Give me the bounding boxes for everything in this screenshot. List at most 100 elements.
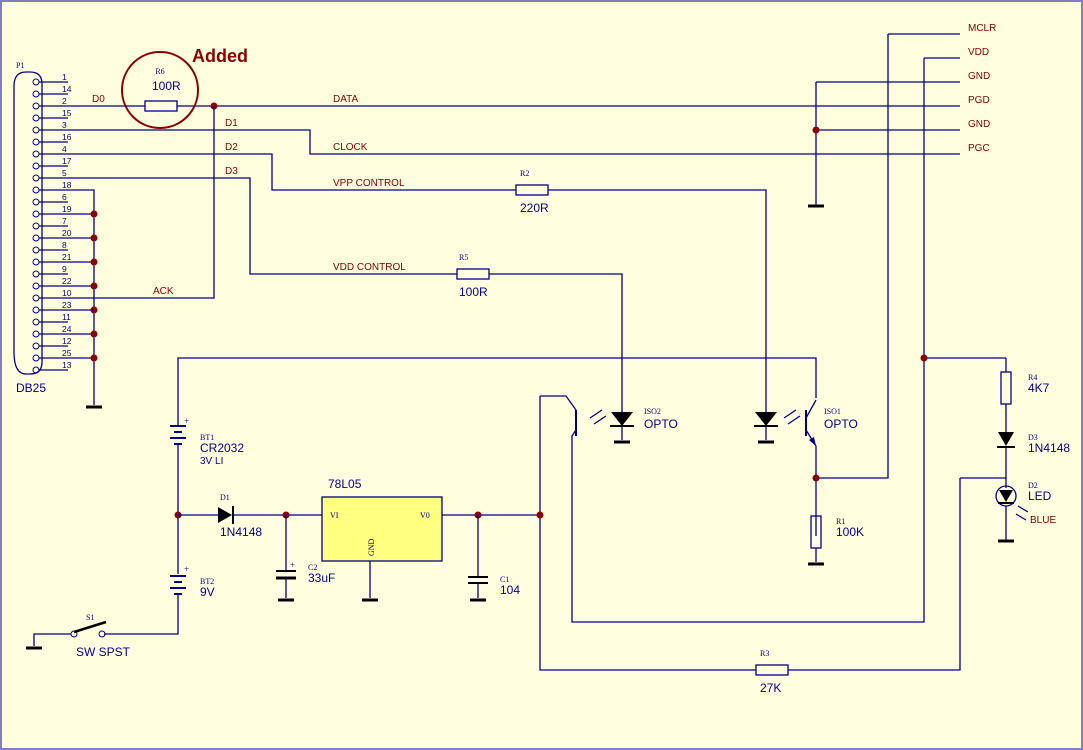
- db25-pin-number: 25: [62, 348, 72, 358]
- db25-pin: 14: [32, 84, 72, 98]
- d1-value: 1N4148: [220, 525, 262, 539]
- db25-pin: 8: [32, 240, 68, 254]
- db25-pin-number: 2: [62, 96, 67, 106]
- d2-ref: D2: [1028, 481, 1038, 490]
- db25-pin: 24: [32, 324, 72, 338]
- db25-pin: 21: [32, 252, 72, 266]
- db25-pin-number: 20: [62, 228, 72, 238]
- db25-pin-number: 18: [62, 180, 72, 190]
- connector-ground-rail: [68, 189, 102, 409]
- data-line: Added R6 100R D0 DATA ACK: [68, 46, 960, 299]
- db25-pin-number: 24: [62, 324, 72, 334]
- net-d2: D2: [225, 142, 238, 153]
- db25-pin: 23: [32, 300, 72, 314]
- d2-value: LED: [1028, 489, 1052, 503]
- db25-pin: 17: [32, 156, 72, 170]
- iso1-ref: ISO1: [824, 407, 841, 416]
- db25-pin: 10: [32, 288, 72, 302]
- r2-value: 220R: [520, 201, 549, 215]
- db25-pin: 20: [32, 228, 72, 242]
- iso2-optocoupler: ISO2 OPTO: [540, 58, 925, 623]
- net-d0: D0: [92, 94, 105, 105]
- r6-value: 100R: [152, 79, 181, 93]
- db25-pin-number: 10: [62, 288, 72, 298]
- db25-pin: 16: [32, 132, 72, 146]
- r4-ref: R4: [1028, 373, 1037, 382]
- net-ack: ACK: [153, 286, 174, 297]
- db25-pin: 3: [32, 120, 68, 134]
- r5-resistor: [456, 268, 490, 280]
- header-pin-gnd-2: GND: [968, 119, 990, 130]
- db25-pin: 11: [32, 312, 71, 326]
- db25-pin: 4: [32, 144, 68, 158]
- c2-value: 33uF: [308, 571, 335, 585]
- header-pin-pgc: PGC: [968, 143, 990, 154]
- r5-value: 100R: [459, 285, 488, 299]
- db25-pin-number: 19: [62, 204, 72, 214]
- db25-pin: 15: [32, 108, 72, 122]
- r5-ref: R5: [459, 253, 468, 262]
- icsp-header: MCLR VDD GND PGD GND PGC: [808, 23, 996, 208]
- c1-value: 104: [500, 583, 520, 597]
- added-annotation: Added: [192, 46, 248, 66]
- db25-pin: 13: [32, 360, 72, 374]
- s1-ref: S1: [86, 613, 94, 622]
- r3-value: 27K: [760, 681, 781, 695]
- r4-resistor: [1000, 371, 1012, 405]
- regulator-name: 78L05: [328, 477, 362, 491]
- bt2-ref: BT2: [200, 577, 214, 586]
- db25-pin-number: 7: [62, 216, 67, 226]
- db25-pin-number: 14: [62, 84, 72, 94]
- db25-pin-number: 11: [62, 312, 71, 322]
- added-highlight-circle: [121, 51, 199, 129]
- net-d3: D3: [225, 166, 238, 177]
- iso2-value: OPTO: [644, 417, 678, 431]
- db25-pin: 7: [32, 216, 68, 230]
- iso1-optocoupler: ISO1 OPTO R1 100K: [177, 34, 889, 566]
- r3-resistor: [755, 664, 789, 676]
- db25-pin-number: 9: [62, 264, 67, 274]
- bt1-note: 3V LI: [200, 456, 223, 467]
- db25-pin: 19: [32, 204, 72, 218]
- db25-pin: 25: [32, 348, 72, 362]
- bt1-value: CR2032: [200, 441, 244, 455]
- db25-pin-number: 3: [62, 120, 67, 130]
- feedback-resistor: R3 27K: [539, 396, 961, 695]
- header-pin-pgd: PGD: [968, 95, 990, 106]
- r1-value: 100K: [836, 525, 864, 539]
- bt1-ref: BT1: [200, 433, 214, 442]
- db25-pin: 9: [32, 264, 68, 278]
- db25-pin-number: 23: [62, 300, 72, 310]
- r2-resistor: [515, 184, 549, 196]
- r6-resistor: [144, 100, 178, 112]
- db25-pin-number: 5: [62, 168, 67, 178]
- svg-text:+: +: [184, 416, 189, 426]
- vdd-control-line: D3 VDD CONTROL R5 100R: [68, 166, 623, 412]
- clock-line: D1 CLOCK: [68, 118, 960, 155]
- c1-ref: C1: [500, 575, 509, 584]
- db25-pin: 22: [32, 276, 72, 290]
- db25-pin-number: 22: [62, 276, 72, 286]
- db25-pin-number: 16: [62, 132, 72, 142]
- r6-ref: R6: [155, 67, 164, 76]
- iso2-ref: ISO2: [644, 407, 661, 416]
- svg-text:+: +: [184, 564, 189, 574]
- db25-connector: 1142153164175186197208219221023112412251…: [13, 61, 72, 395]
- db25-pin-number: 17: [62, 156, 72, 166]
- connector-name: DB25: [16, 381, 46, 395]
- bt2-value: 9V: [200, 585, 215, 599]
- d3-ref: D3: [1028, 433, 1038, 442]
- regulator-vi: VI: [330, 511, 339, 520]
- d3-value: 1N4148: [1028, 441, 1070, 455]
- db25-pin-number: 6: [62, 192, 67, 202]
- r2-ref: R2: [520, 169, 529, 178]
- r3-ref: R3: [760, 649, 769, 658]
- db25-pin-number: 21: [62, 252, 72, 262]
- net-d1: D1: [225, 118, 238, 129]
- s1-value: SW SPST: [76, 645, 131, 659]
- c2-ref: C2: [308, 563, 317, 572]
- db25-pin: 6: [32, 192, 68, 206]
- db25-pin-number: 12: [62, 336, 72, 346]
